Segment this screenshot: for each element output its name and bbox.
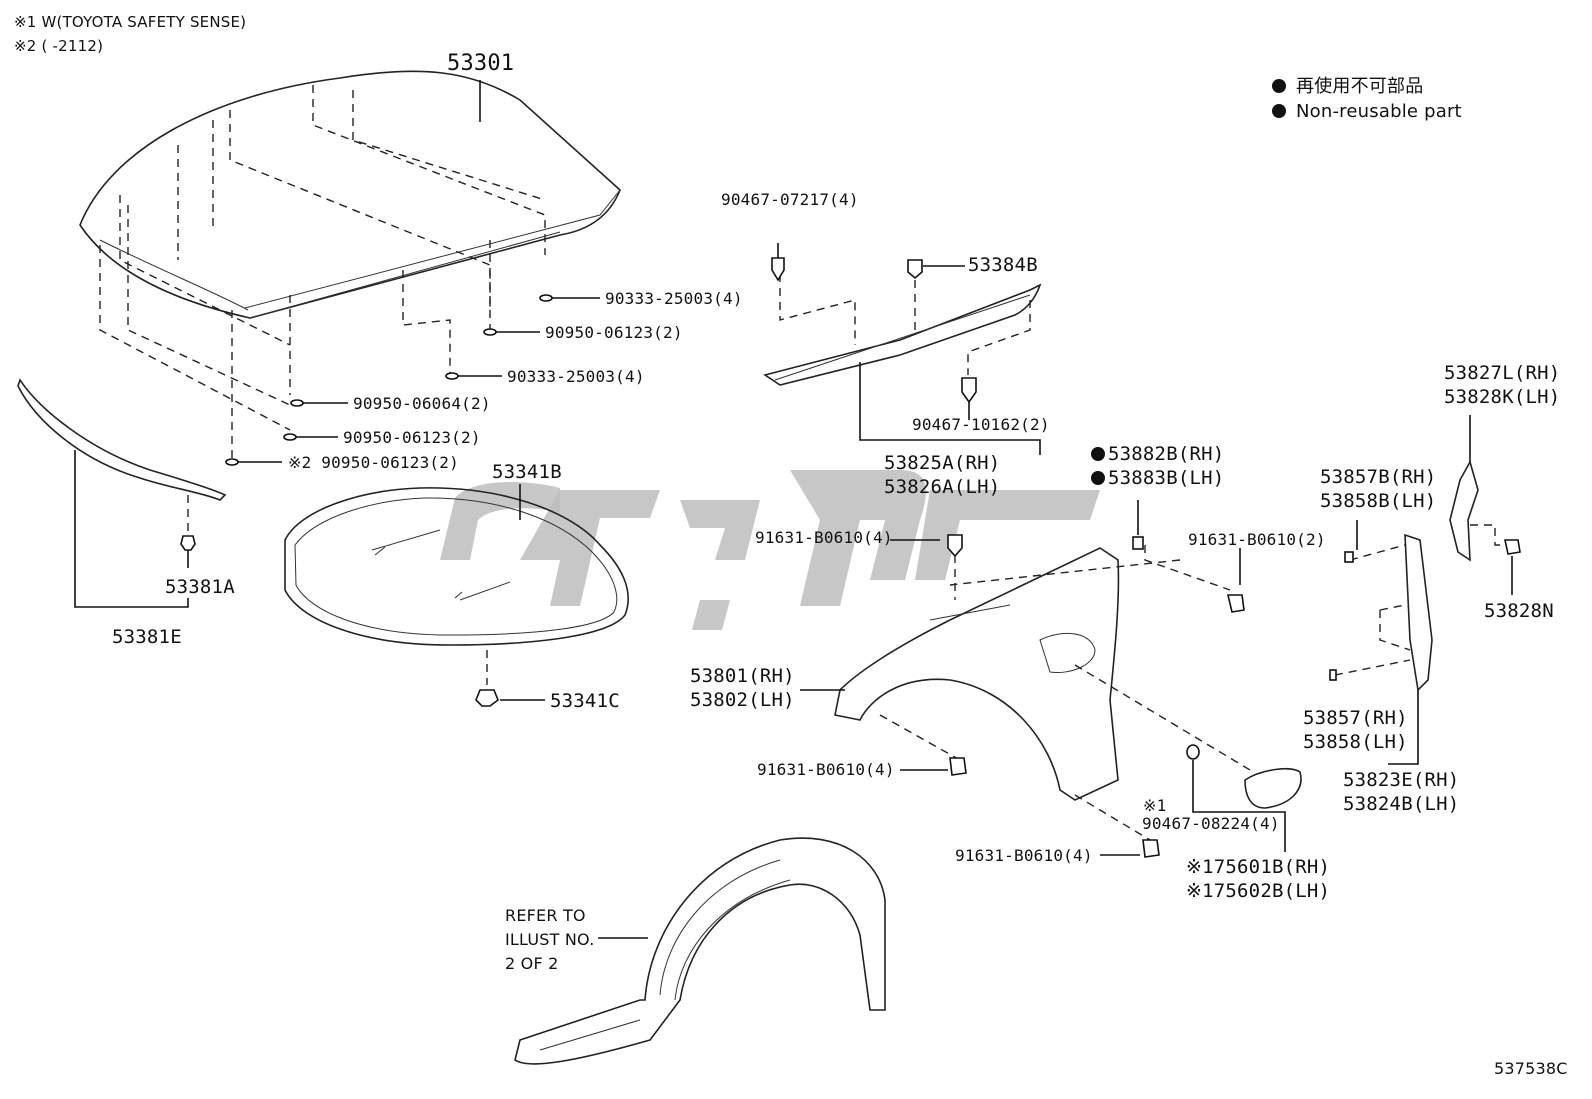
part-90950-06123-c[interactable]: ※2 90950-06123(2) [288, 453, 459, 472]
fender-liner-reference [514, 837, 886, 1065]
part-53882B[interactable]: 53882B(RH) [1091, 443, 1224, 465]
refer-line-2: ILLUST NO. [505, 930, 595, 949]
refer-line-3: 2 OF 2 [505, 954, 559, 973]
part-75601B[interactable]: ※175601B(RH) [1186, 856, 1331, 878]
part-53827L[interactable]: 53827L(RH) [1444, 362, 1561, 384]
part-53828N[interactable]: 53828N [1484, 600, 1554, 622]
fender-to-cowl-seal [763, 243, 1042, 455]
part-90467-08224[interactable]: 90467-08224(4) [1142, 814, 1280, 833]
part-53341B[interactable]: 53341B [492, 461, 562, 483]
non-reusable-dot-icon [1091, 447, 1105, 461]
part-53381E[interactable]: 53381E [112, 626, 182, 648]
part-90333-25003-b[interactable]: 90333-25003(4) [507, 367, 645, 386]
watermark-logo [440, 470, 1100, 630]
front-fender [800, 500, 1251, 858]
note-1: ※1 W(TOYOTA SAFETY SENSE) [14, 13, 247, 31]
part-53824B[interactable]: 53824B(LH) [1343, 793, 1460, 815]
part-53301[interactable]: 53301 [447, 51, 515, 76]
part-53883B-text: 53883B(LH) [1108, 467, 1225, 489]
part-53826A[interactable]: 53826A(LH) [884, 476, 1001, 498]
hood-panel [79, 70, 621, 319]
part-91631-B0610-bot[interactable]: 91631-B0610(4) [955, 846, 1093, 865]
legend-jp: 再使用不可部品 [1272, 76, 1423, 98]
part-90950-06064[interactable]: 90950-06064(2) [353, 394, 491, 413]
legend-en: Non-reusable part [1272, 101, 1462, 123]
legend-en-text: Non-reusable part [1296, 101, 1462, 122]
part-53802[interactable]: 53802(LH) [690, 689, 795, 711]
hood-seal-strip [17, 378, 227, 608]
part-53381A[interactable]: 53381A [165, 576, 235, 598]
refer-line-1: REFER TO [505, 906, 586, 925]
figure-code: 537538C [1494, 1059, 1568, 1078]
part-75602B[interactable]: ※175602B(LH) [1186, 880, 1331, 902]
part-53341C[interactable]: 53341C [550, 690, 620, 712]
part-90950-06123-b[interactable]: 90950-06123(2) [343, 428, 481, 447]
part-90467-07217[interactable]: 90467-07217(4) [721, 190, 859, 209]
part-53882B-text: 53882B(RH) [1108, 443, 1225, 465]
part-53828K[interactable]: 53828K(LH) [1444, 386, 1561, 408]
part-53825A[interactable]: 53825A(RH) [884, 452, 1001, 474]
non-reusable-dot-icon [1272, 104, 1286, 118]
part-53858B[interactable]: 53858B(LH) [1320, 490, 1437, 512]
part-90333-25003-a[interactable]: 90333-25003(4) [605, 289, 743, 308]
side-turn-lamp [1186, 744, 1302, 852]
part-53801[interactable]: 53801(RH) [690, 665, 795, 687]
legend-jp-text: 再使用不可部品 [1296, 76, 1424, 97]
part-91631-B0610-top[interactable]: 91631-B0610(4) [755, 528, 893, 547]
part-90950-06123-a[interactable]: 90950-06123(2) [545, 323, 683, 342]
part-91631-B0610-mid[interactable]: 91631-B0610(4) [757, 760, 895, 779]
part-53857B[interactable]: 53857B(RH) [1320, 466, 1437, 488]
mark-1: ※1 [1143, 796, 1167, 815]
hood-insulator [284, 484, 629, 707]
part-53858[interactable]: 53858(LH) [1303, 731, 1408, 753]
hood-dashed-guides [99, 85, 546, 460]
hood-leader-lines [238, 80, 600, 463]
part-53857[interactable]: 53857(RH) [1303, 707, 1408, 729]
part-90467-10162[interactable]: 90467-10162(2) [912, 415, 1050, 434]
non-reusable-dot-icon [1272, 79, 1286, 93]
non-reusable-dot-icon [1091, 471, 1105, 485]
part-53823E[interactable]: 53823E(RH) [1343, 769, 1460, 791]
fender-brackets-right [1329, 415, 1521, 765]
part-53384B[interactable]: 53384B [968, 254, 1038, 276]
note-2: ※2 ( -2112) [14, 37, 104, 55]
part-91631-B0610-right[interactable]: 91631-B0610(2) [1188, 530, 1326, 549]
part-53883B[interactable]: 53883B(LH) [1091, 467, 1224, 489]
